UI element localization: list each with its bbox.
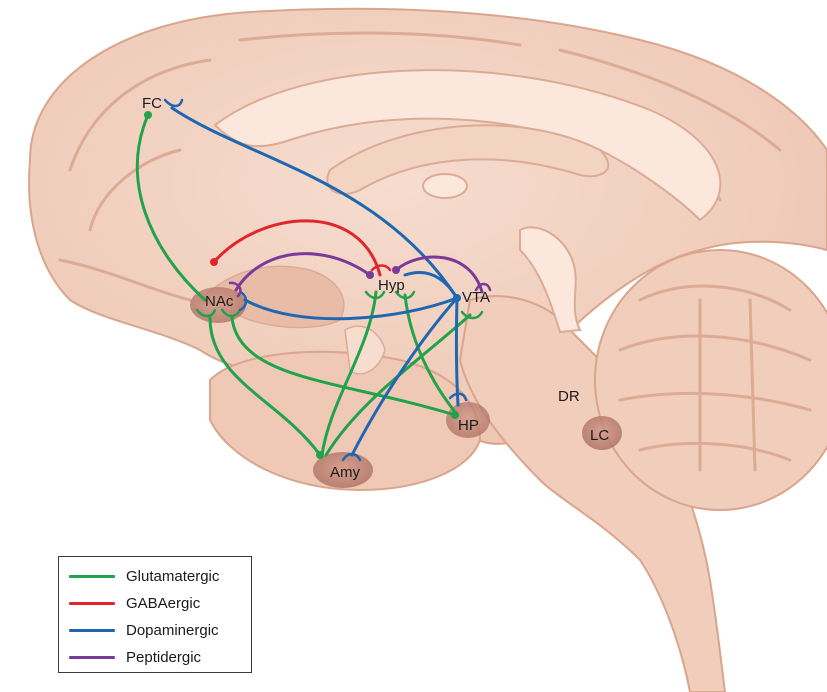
- legend-swatch: [69, 602, 115, 605]
- legend-item-dopaminergic: Dopaminergic: [69, 617, 251, 644]
- path-hyp-nac-peptidergic: [234, 252, 372, 292]
- label-dr: DR: [558, 388, 580, 405]
- cerebellar-folia: [618, 284, 812, 472]
- legend-item-peptidergic: Peptidergic: [69, 644, 251, 671]
- path-nac-hyp-gabaergic: [212, 219, 382, 277]
- label-nac: NAc: [205, 293, 234, 310]
- cortical-folds: [58, 31, 782, 302]
- legend-label: Glutamatergic: [126, 568, 220, 585]
- brainstem: [458, 295, 727, 692]
- legend-item-glutamatergic: Glutamatergic: [69, 563, 251, 590]
- legend-swatch: [69, 656, 115, 659]
- path-vta-amy-dopaminergic: [350, 296, 459, 457]
- amy-nucleus: [313, 452, 373, 488]
- path-vta-hyp-dopaminergic: [403, 271, 459, 300]
- path-hp-nac-glutamatergic: [230, 316, 457, 417]
- legend-label: Dopaminergic: [126, 622, 219, 639]
- temporal-lobe: [209, 350, 482, 492]
- fornix: [326, 124, 610, 195]
- path-amy-nac-glutamatergic: [208, 316, 322, 457]
- path-vta-hp-dopaminergic: [454, 296, 460, 407]
- path-amy-hyp-glutamatergic: [320, 290, 378, 457]
- synapse-markers: [144, 111, 461, 459]
- label-vta: VTA: [462, 289, 490, 306]
- path-hyp-vta-peptidergic: [394, 255, 484, 294]
- pathways: [135, 106, 484, 457]
- terminal-cups: [163, 98, 492, 462]
- legend-label: Peptidergic: [126, 649, 202, 666]
- legend: Glutamatergic GABAergic Dopaminergic Pep…: [58, 556, 252, 673]
- path-amy-vta-glutamatergic: [324, 313, 472, 457]
- label-fc: FC: [142, 95, 162, 112]
- path-hp-hyp-glutamatergic: [403, 293, 457, 414]
- nac-nucleus: [190, 287, 246, 323]
- label-hyp: Hyp: [378, 277, 405, 294]
- path-vta-nac-dopaminergic: [243, 296, 459, 321]
- hp-nucleus: [446, 402, 490, 438]
- label-lc: LC: [590, 427, 609, 444]
- label-amy: Amy: [330, 464, 361, 481]
- legend-label: GABAergic: [126, 595, 201, 612]
- path-fc-nac-glutamatergic: [135, 113, 207, 302]
- lc-nucleus: [582, 416, 622, 450]
- label-hp: HP: [458, 417, 479, 434]
- path-vta-fc-dopaminergic: [170, 106, 459, 300]
- corpus-callosum: [213, 69, 722, 222]
- cerebellum: [594, 249, 827, 511]
- fourth-ventricle: [519, 226, 582, 334]
- legend-item-gabaergic: GABAergic: [69, 590, 251, 617]
- thalamus-adhesion: [422, 173, 468, 199]
- legend-swatch: [69, 575, 115, 578]
- legend-swatch: [69, 629, 115, 632]
